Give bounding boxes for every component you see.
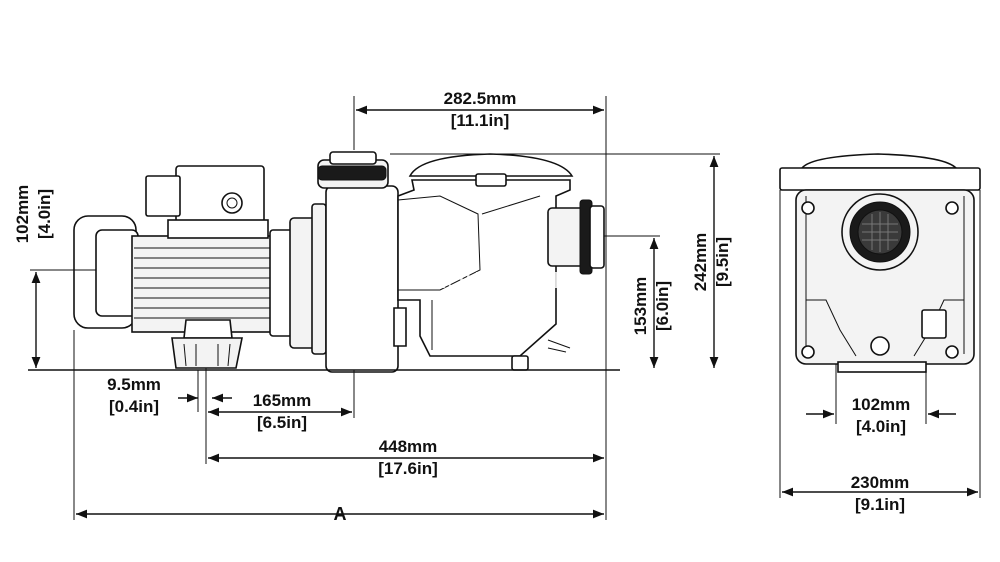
bolt-icon (801, 201, 815, 215)
outlet-union (547, 207, 585, 267)
volute-housing (325, 185, 399, 373)
drain-plug-icon (870, 336, 890, 356)
outlet-height-in: [6.0in] (653, 281, 672, 331)
bolt-icon (945, 201, 959, 215)
left-height-mm: 102mm (13, 185, 32, 244)
foot-to-inlet-in: [6.5in] (257, 413, 307, 432)
foot-offset-mm: 9.5mm (107, 375, 161, 394)
foot-to-inlet-mm: 165mm (253, 391, 312, 410)
side-view-pump: AQUAPOND (73, 151, 605, 373)
foot-to-outlet-mm: 448mm (379, 437, 438, 456)
front-base-width-in: [4.0in] (856, 417, 906, 436)
outlet-height-mm: 153mm (631, 277, 650, 336)
strainer-lid (408, 153, 574, 177)
motor-foot (171, 337, 243, 369)
foot-offset-in: [0.4in] (109, 397, 159, 416)
total-height-in: [9.5in] (713, 237, 732, 287)
front-total-width-mm: 230mm (851, 473, 910, 492)
total-height-mm: 242mm (691, 233, 710, 292)
overall-length-label: A (334, 504, 347, 524)
front-base-width-mm: 102mm (852, 395, 911, 414)
front-lid (800, 153, 958, 169)
bolt-icon (945, 345, 959, 359)
watermark: AQUAPOND (428, 268, 571, 294)
top-length-in: [11.1in] (451, 111, 510, 130)
front-view-pump (779, 153, 981, 373)
conduit-icon (221, 192, 243, 214)
top-length-mm: 282.5mm (444, 89, 517, 108)
front-total-width-in: [9.1in] (855, 495, 905, 514)
strainer-body (397, 179, 571, 357)
foot-to-outlet-in: [17.6in] (378, 459, 438, 478)
terminal-box (175, 165, 265, 223)
side-view-dimensions: 282.5mm [11.1in] 102mm [4.0in] 153mm [6.… (13, 89, 732, 524)
left-height-in: [4.0in] (35, 189, 54, 239)
bolt-icon (801, 345, 815, 359)
front-view-dimensions: 102mm [4.0in] 230mm [9.1in] (779, 190, 981, 514)
